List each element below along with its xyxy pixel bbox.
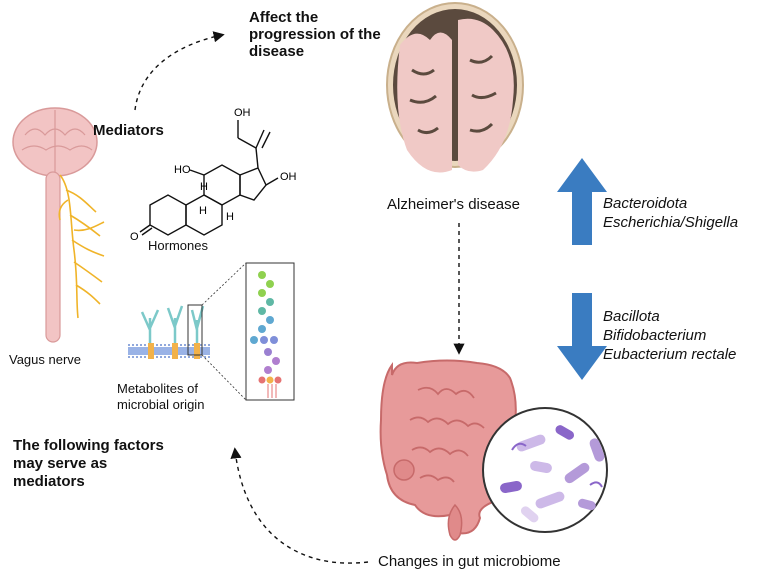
molecule-o-label: O — [130, 231, 139, 243]
affect-line-3: disease — [249, 43, 305, 60]
hormone-molecule-icon — [139, 120, 279, 236]
decreased-taxon: Eubacterium rectale — [603, 346, 737, 363]
affect-progression-label: Affect the progression of the disease — [249, 9, 381, 60]
mediator-to-disease-arrow — [134, 31, 225, 111]
increased-taxa-list: Bacteroidota Escherichia/Shigella — [603, 194, 738, 232]
increase-arrow-icon — [557, 158, 607, 245]
gut-to-factors-arrow — [230, 447, 369, 564]
molecule-h-label-3: H — [226, 211, 234, 223]
decreased-taxa-list: Bacillota Bifidobacterium Eubacterium re… — [603, 307, 736, 364]
glycan-chain-icon — [245, 262, 295, 401]
mediators-label: Mediators — [93, 122, 164, 139]
molecule-oh-label: OH — [234, 107, 251, 119]
decrease-arrow-icon — [557, 293, 607, 380]
alzheimer-brain-scan-icon — [386, 2, 524, 173]
metabolites-line-2: microbial origin — [117, 397, 205, 412]
molecule-h-label: H — [200, 181, 208, 193]
molecule-oh-label-2: OH — [280, 171, 297, 183]
metabolites-label: Metabolites of microbial origin — [117, 381, 204, 413]
vagus-nerve-icon — [58, 174, 105, 319]
factors-line-2: may serve as — [13, 455, 108, 472]
vagus-nerve-label: Vagus nerve — [9, 352, 82, 367]
molecule-ho-label: HO — [174, 164, 191, 176]
membrane-metabolites-icon — [128, 262, 247, 401]
brain-spinal-cord-icon — [12, 107, 98, 343]
gut-change-label: Changes in gut microbiome — [378, 553, 561, 570]
molecule-h-label-2: H — [199, 205, 207, 217]
increased-taxon: Escherichia/Shigella — [603, 214, 739, 231]
hormones-label: Hormones — [148, 238, 208, 253]
factors-line-1: The following factors — [13, 437, 164, 454]
decreased-taxon: Bifidobacterium — [603, 327, 707, 344]
decreased-taxon: Bacillota — [603, 308, 660, 325]
factors-label: The following factors may serve as media… — [13, 437, 164, 491]
microbiome-magnifier-icon — [482, 407, 608, 533]
affect-line-2: progression of the — [249, 26, 381, 43]
factors-line-3: mediators — [13, 473, 85, 490]
alzheimers-label: Alzheimer's disease — [387, 196, 520, 213]
metabolites-line-1: Metabolites of — [117, 381, 198, 396]
affect-line-1: Affect the — [249, 9, 319, 26]
increased-taxon: Bacteroidota — [603, 195, 688, 212]
